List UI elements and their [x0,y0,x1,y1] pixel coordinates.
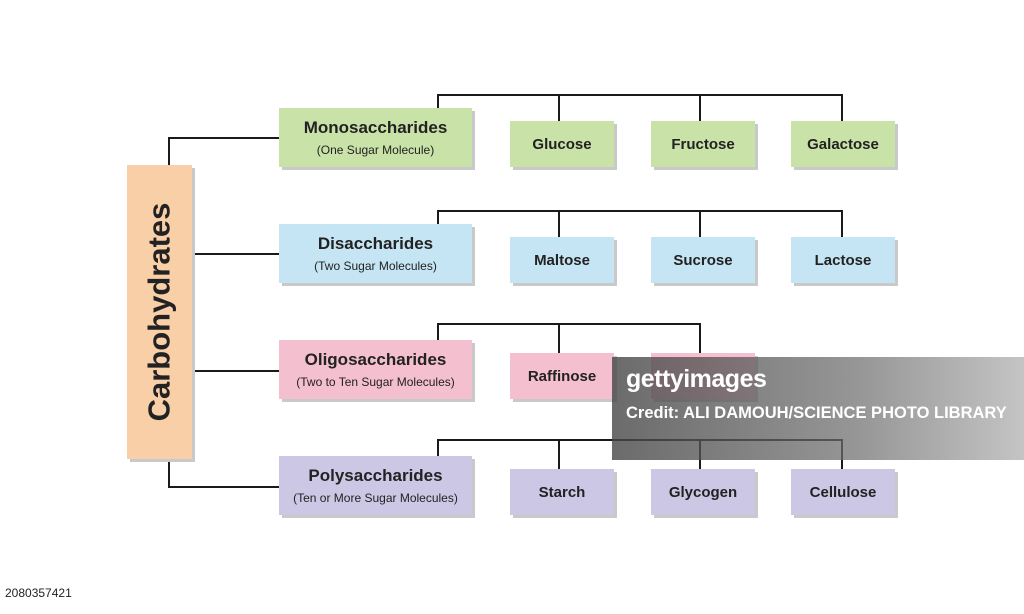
category-title: Oligosaccharides [304,349,447,369]
example-label: Maltose [534,251,590,269]
branch-polysaccharides [168,486,279,488]
oligo-bracket-drop [699,323,701,353]
mono-bracket-drop [699,94,701,121]
mono-bracket-drop [558,94,560,121]
di-bracket-drop [699,210,701,237]
example-glycogen: Glycogen [651,469,755,515]
example-raffinose: Raffinose [510,353,614,399]
di-bracket-drop [437,210,439,224]
root-connector-top [168,138,170,165]
example-label: Lactose [814,251,872,269]
gettyimages-logo: gettyimages [626,365,767,393]
example-label: Glycogen [668,483,738,501]
category-monosaccharides: Monosaccharides (One Sugar Molecule) [279,108,472,167]
example-lactose: Lactose [791,237,895,283]
example-label: Cellulose [809,483,877,501]
example-sucrose: Sucrose [651,237,755,283]
example-fructose: Fructose [651,121,755,167]
root-node-carbohydrates: Carbohydrates [127,165,192,459]
oligo-bracket-drop [437,323,439,340]
mono-bracket-drop [437,94,439,108]
category-oligosaccharides: Oligosaccharides (Two to Ten Sugar Molec… [279,340,472,399]
example-cellulose: Cellulose [791,469,895,515]
image-id-label: 2080357421 [0,583,77,603]
example-label: Sucrose [673,251,733,269]
example-starch: Starch [510,469,614,515]
oligo-bracket-drop [558,323,560,353]
category-title: Polysaccharides [308,465,443,485]
example-label: Raffinose [527,367,597,385]
di-bracket-drop [558,210,560,237]
example-glucose: Glucose [510,121,614,167]
example-galactose: Galactose [791,121,895,167]
poly-bracket-drop [558,439,560,469]
mono-bracket [437,94,843,96]
watermark-credit: Credit: ALI DAMOUH/SCIENCE PHOTO LIBRARY [626,404,1007,422]
watermark-overlay: gettyimages Credit: ALI DAMOUH/SCIENCE P… [612,357,1024,460]
branch-monosaccharides [168,137,279,139]
root-connector-bottom [168,459,170,488]
oligo-bracket [437,323,701,325]
category-subtitle: (Two Sugar Molecules) [314,258,437,273]
example-label: Galactose [807,135,879,153]
root-label: Carbohydrates [141,202,177,422]
category-title: Monosaccharides [303,117,448,137]
branch-oligosaccharides [192,370,279,372]
branch-disaccharides [192,253,279,255]
example-label: Fructose [671,135,735,153]
poly-bracket-drop [437,439,439,456]
di-bracket-drop [841,210,843,237]
category-title: Disaccharides [317,233,434,253]
category-polysaccharides: Polysaccharides (Ten or More Sugar Molec… [279,456,472,515]
example-label: Starch [538,483,586,501]
category-disaccharides: Disaccharides (Two Sugar Molecules) [279,224,472,283]
category-subtitle: (One Sugar Molecule) [316,142,435,157]
category-subtitle: (Ten or More Sugar Molecules) [293,490,458,505]
example-label: Glucose [532,135,592,153]
category-subtitle: (Two to Ten Sugar Molecules) [296,374,455,389]
di-bracket [437,210,843,212]
example-maltose: Maltose [510,237,614,283]
mono-bracket-drop [841,94,843,121]
